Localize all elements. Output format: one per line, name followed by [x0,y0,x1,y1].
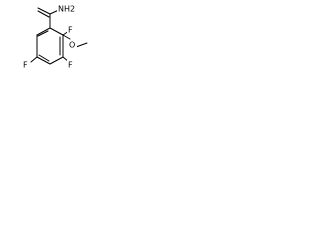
right-bottom-fluoro-label-bg [67,60,75,70]
carbonyl-double-bond-inner [37,10,50,18]
top-fluoro-label: F [68,26,73,35]
ring-bond-top-right [49,27,64,36]
bottom-left-fluoro-label-bg [22,60,30,70]
ring-bond-bottom-right [49,56,64,65]
amine-label: NH2 [58,5,75,14]
methoxy-methyl-bond [75,42,88,48]
methoxy-o-bond [62,34,71,40]
bottom-left-fluoro-bond [30,56,38,63]
ring-bond-left-lower-inner [38,54,50,62]
oxygen-label: O [69,41,75,50]
ring-bond-top [36,27,51,36]
ring-bond-top-inner [37,30,49,37]
oxygen-label-bg [68,40,77,50]
structure-diagram: NH2 F O F F [22,4,88,70]
ring-bond-left-lower [36,56,51,65]
amine-label-bg [57,4,75,14]
molecule-canvas: NH2 F O F F [0,0,97,99]
right-bottom-fluoro-label: F [68,61,73,70]
bottom-left-fluoro-label: F [23,61,28,70]
top-fluoro-label-bg [67,25,75,35]
carbonyl-double-bond-outer [37,7,51,15]
